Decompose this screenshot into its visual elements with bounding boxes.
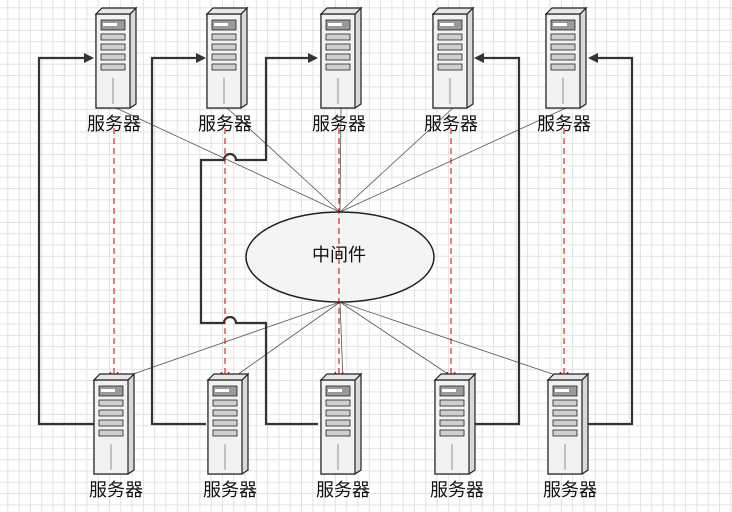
server-icon-top-4 — [432, 7, 474, 109]
fan-line-bottom-3 — [339, 301, 344, 381]
server-icon-bottom-3 — [320, 373, 362, 475]
server-icon-top-2 — [206, 7, 248, 109]
server-label-top-4: 服务器 — [424, 114, 478, 135]
server-icon-top-5 — [545, 7, 587, 109]
server-label-top-3: 服务器 — [312, 114, 366, 135]
server-icon-top-1 — [95, 7, 137, 109]
fan-line-bottom-1 — [115, 301, 341, 381]
loop-4 — [470, 53, 521, 426]
fan-line-bottom-5 — [339, 301, 571, 381]
server-icon-bottom-4 — [434, 373, 476, 475]
server-label-bottom-1: 服务器 — [89, 480, 143, 501]
middleware-label: 中间件 — [312, 245, 366, 266]
fan-lines — [115, 107, 571, 381]
fan-line-top-4 — [339, 107, 454, 213]
fan-line-top-2 — [226, 107, 341, 213]
fan-line-bottom-4 — [339, 301, 458, 381]
fan-line-bottom-2 — [229, 301, 341, 381]
server-label-bottom-4: 服务器 — [430, 480, 484, 501]
loop-2 — [150, 53, 206, 426]
loop-1 — [37, 53, 94, 426]
fan-line-top-5 — [339, 107, 567, 213]
loop-3 — [199, 53, 318, 426]
server-icon-bottom-1 — [93, 373, 135, 475]
server-label-bottom-5: 服务器 — [543, 480, 597, 501]
server-label-top-5: 服务器 — [537, 114, 591, 135]
fan-line-top-3 — [339, 107, 342, 213]
fan-line-top-1 — [115, 107, 341, 213]
server-icon-bottom-2 — [207, 373, 249, 475]
loop-5 — [584, 53, 634, 426]
dashed-arrows — [114, 128, 564, 380]
server-label-top-1: 服务器 — [87, 114, 141, 135]
feedback-loops — [37, 53, 634, 426]
server-label-bottom-3: 服务器 — [316, 480, 370, 501]
server-icon-bottom-5 — [547, 373, 589, 475]
server-label-bottom-2: 服务器 — [203, 480, 257, 501]
server-icon-top-3 — [320, 7, 362, 109]
server-label-top-2: 服务器 — [198, 114, 252, 135]
middleware-ellipse — [245, 211, 435, 303]
